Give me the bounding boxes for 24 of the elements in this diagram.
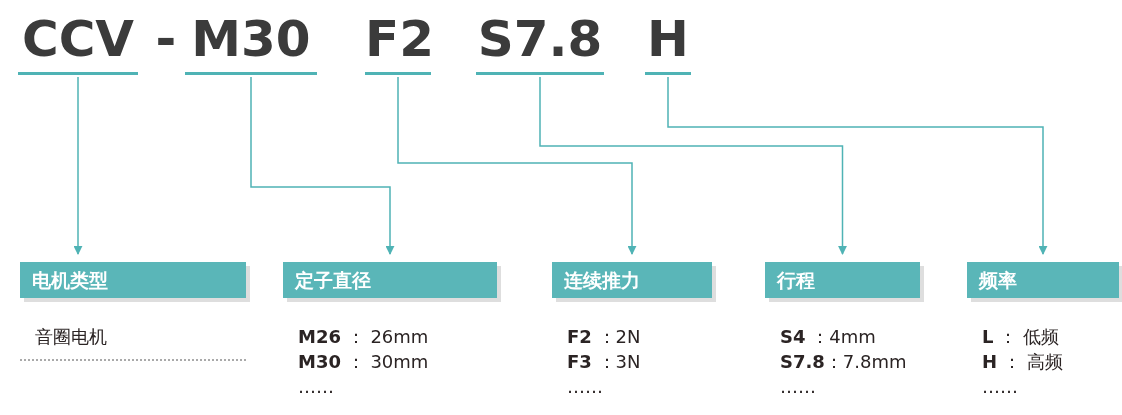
- spec-text: F2 ：2N: [567, 325, 641, 349]
- code-segment: H: [645, 6, 691, 75]
- spec-text: 音圈电机: [35, 325, 107, 349]
- spec-text: ……: [298, 375, 334, 399]
- spec-text: S4 ：4mm: [780, 325, 876, 349]
- spec-text: ……: [567, 375, 603, 399]
- arrow: [250, 76, 395, 255]
- separator-text: -: [155, 9, 177, 70]
- spec-text: L ： 低频: [982, 325, 1059, 349]
- arrow: [397, 76, 637, 255]
- code-segment: S7.8: [476, 6, 604, 75]
- spec-text: M26 ： 26mm: [298, 325, 429, 349]
- spec-text: ……: [982, 375, 1018, 399]
- code-segment: M30: [185, 6, 317, 75]
- spec-text: M30 ： 30mm: [298, 350, 429, 374]
- spec-text: H ： 高频: [982, 350, 1063, 374]
- spec-text: F3 ：3N: [567, 350, 641, 374]
- code-segment: CCV: [18, 6, 138, 75]
- arrow: [667, 76, 1048, 255]
- arrow: [73, 76, 83, 255]
- arrow: [539, 76, 847, 255]
- code-segment: F2: [365, 6, 431, 75]
- spec-text: ……: [780, 375, 816, 399]
- spec-text: S7.8：7.8mm: [780, 350, 907, 374]
